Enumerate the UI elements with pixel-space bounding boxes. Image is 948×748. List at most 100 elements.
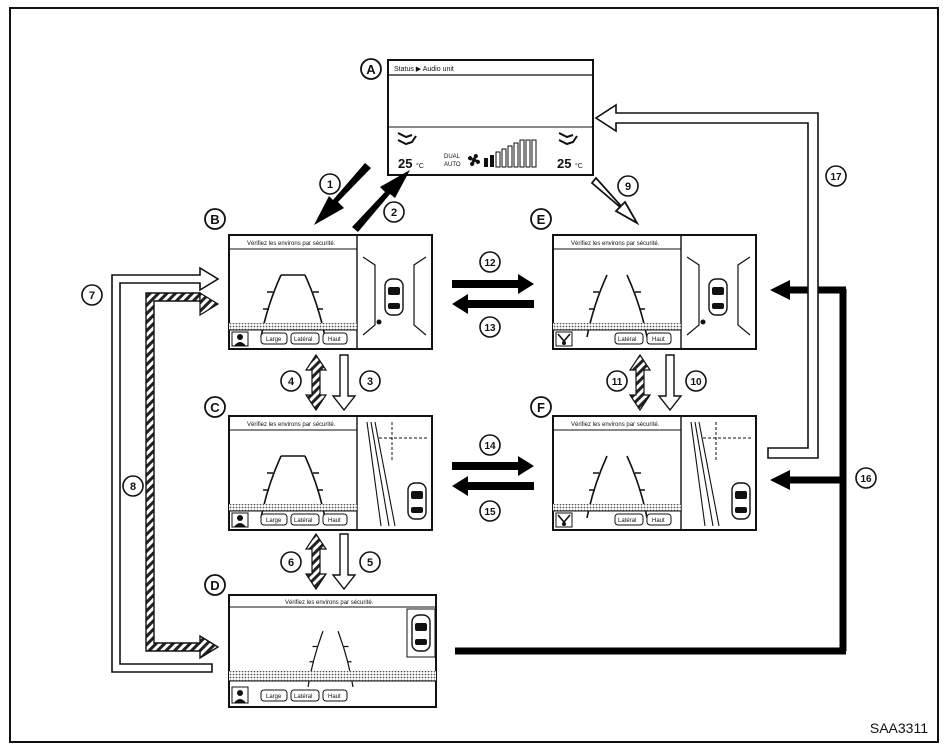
arrow-9: [590, 176, 640, 226]
arrow-7: [111, 266, 220, 673]
mode-dual-label: DUAL: [444, 154, 461, 160]
screen-e-caption: Vérifiez les environs par sécurité.: [571, 241, 660, 247]
arrow-13: [452, 294, 534, 314]
screen-f-haut-button[interactable]: [646, 513, 672, 526]
screen-b-haut-button[interactable]: [322, 332, 348, 345]
screen-a: Status ▶ Audio unit 25 °C 25 °C DUAL AUT…: [387, 59, 594, 176]
num-7: 7: [81, 284, 103, 306]
temp-right-value: 25: [557, 156, 571, 171]
screen-c: Vérifiez les environs par sécurité. Larg…: [228, 415, 433, 531]
num-8: 8: [122, 475, 144, 497]
temp-right-unit: °C: [575, 162, 583, 170]
arrow-11: [628, 353, 652, 412]
screen-b: Vérifiez les environs par sécurité. Larg…: [228, 234, 433, 350]
num-2: 2: [383, 201, 405, 223]
arrow-17: [594, 103, 819, 459]
svg-text:9: 9: [625, 181, 631, 193]
svg-text:A: A: [366, 62, 376, 77]
num-16: 16: [855, 467, 877, 489]
screen-c-large-button[interactable]: [260, 513, 288, 526]
label-a: A: [360, 58, 382, 80]
screen-f: Vérifiez les environs par sécurité. Laté…: [552, 415, 757, 531]
label-f: F: [530, 396, 552, 418]
airflow-left-icon: [397, 132, 417, 146]
screen-f-lateral-button[interactable]: [614, 513, 644, 526]
svg-text:7: 7: [89, 290, 95, 302]
screen-f-caption: Vérifiez les environs par sécurité.: [571, 422, 660, 428]
svg-text:C: C: [210, 400, 220, 415]
num-10: 10: [685, 370, 707, 392]
arrow-1: [314, 163, 371, 225]
svg-text:3: 3: [367, 376, 373, 388]
temp-left-value: 25: [398, 156, 412, 171]
screen-d-haut-button[interactable]: [322, 689, 348, 702]
screen-d: Vérifiez les environs par sécurité. Larg…: [228, 594, 437, 708]
around-view: [686, 256, 751, 336]
svg-text:Latéral: Latéral: [618, 518, 636, 524]
num-11: 11: [606, 370, 628, 392]
driver-icon: [555, 512, 573, 528]
svg-text:11: 11: [612, 377, 623, 388]
arrow-8: [145, 291, 220, 660]
svg-text:5: 5: [367, 557, 373, 569]
around-view: [362, 256, 427, 336]
num-14: 14: [479, 434, 501, 456]
screen-b-lateral-button[interactable]: [290, 332, 320, 345]
screen-d-caption: Vérifiez les environs par sécurité.: [285, 600, 374, 606]
svg-text:F: F: [537, 400, 545, 415]
num-17: 17: [825, 165, 847, 187]
svg-text:Haut: Haut: [328, 337, 341, 343]
num-13: 13: [479, 316, 501, 338]
mode-auto-label: AUTO: [444, 162, 461, 168]
svg-text:8: 8: [130, 481, 136, 493]
outer-frame: [9, 7, 939, 743]
airflow-right-icon: [558, 132, 578, 146]
svg-text:Haut: Haut: [652, 518, 665, 524]
svg-text:Latéral: Latéral: [294, 337, 312, 343]
arrow-6: [304, 532, 328, 591]
arrow-15: [452, 476, 534, 496]
num-6: 6: [280, 551, 302, 573]
screen-d-lateral-button[interactable]: [290, 689, 320, 702]
svg-text:B: B: [210, 212, 219, 227]
fan-icon: [467, 153, 481, 167]
label-c: C: [204, 396, 226, 418]
svg-text:Large: Large: [266, 337, 282, 343]
svg-text:10: 10: [690, 377, 702, 388]
label-d: D: [204, 574, 226, 596]
driver-icon: [231, 686, 249, 704]
screen-e: Vérifiez les environs par sécurité. Laté…: [552, 234, 757, 350]
arrow-14: [452, 456, 534, 476]
driver-icon: [555, 331, 573, 347]
screen-b-caption: Vérifiez les environs par sécurité.: [247, 241, 336, 247]
screen-e-haut-button[interactable]: [646, 332, 672, 345]
arrow-5: [331, 533, 357, 591]
screen-e-lateral-button[interactable]: [614, 332, 644, 345]
svg-text:15: 15: [484, 507, 496, 518]
screen-b-large-button[interactable]: [260, 332, 288, 345]
num-3: 3: [359, 370, 381, 392]
arrow-4: [304, 353, 328, 412]
arrow-12: [452, 274, 534, 294]
svg-text:Haut: Haut: [328, 694, 341, 700]
arrow-10: [657, 354, 683, 412]
num-5: 5: [359, 551, 381, 573]
svg-text:1: 1: [327, 179, 333, 191]
svg-text:2: 2: [391, 207, 397, 219]
side-view: [690, 421, 751, 527]
svg-text:Latéral: Latéral: [618, 337, 636, 343]
svg-text:12: 12: [484, 258, 496, 269]
svg-text:14: 14: [484, 441, 496, 452]
screen-c-caption: Vérifiez les environs par sécurité.: [247, 422, 336, 428]
screen-c-lateral-button[interactable]: [290, 513, 320, 526]
svg-text:17: 17: [830, 172, 842, 183]
svg-text:13: 13: [484, 323, 496, 334]
screen-d-large-button[interactable]: [260, 689, 288, 702]
num-12: 12: [479, 251, 501, 273]
driver-icon: [231, 331, 249, 347]
svg-text:16: 16: [860, 474, 872, 485]
svg-text:6: 6: [288, 557, 294, 569]
svg-text:4: 4: [288, 376, 295, 388]
svg-text:Large: Large: [266, 694, 282, 700]
screen-c-haut-button[interactable]: [322, 513, 348, 526]
